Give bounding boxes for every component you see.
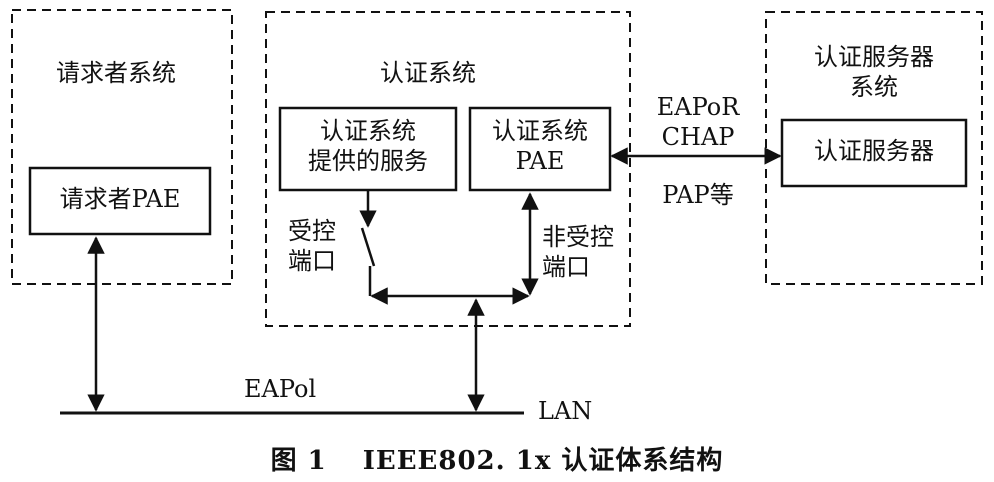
protocol-labels: EAPoR CHAP <box>630 92 766 152</box>
authenticator-pae-line2: PAE <box>515 147 565 175</box>
auth-server-system-title-line1: 认证服务器 <box>814 43 934 71</box>
supplicant-system-title: 请求者系统 <box>56 59 176 87</box>
controlled-port-switch <box>360 227 376 267</box>
supplicant-pae-box <box>28 166 212 236</box>
eapol-label: EAPol <box>244 375 317 403</box>
figure-caption-text: IEEE802. 1x 认证体系结构 <box>362 446 724 476</box>
auth-server-box <box>780 118 968 188</box>
authenticator-system-boundary <box>265 11 631 327</box>
authenticator-pae-label: 认证系统 PAE <box>470 116 610 176</box>
auth-server-system-title: 认证服务器 系统 <box>766 42 982 102</box>
protocol-pap: PAP等 <box>662 181 734 209</box>
auth-server-box-label: 认证服务器 <box>814 137 934 165</box>
services-box-label: 认证系统 提供的服务 <box>280 116 456 176</box>
auth-server-system-title-line2: 系统 <box>850 73 898 101</box>
uncontrolled-port-line2: 端口 <box>542 253 590 281</box>
authenticator-pae-box <box>468 106 612 192</box>
uncontrolled-port-line1: 非受控 <box>542 223 614 251</box>
services-box-line1: 认证系统 <box>320 117 416 145</box>
supplicant-system-boundary <box>11 9 233 285</box>
authenticator-pae-line1: 认证系统 <box>492 117 588 145</box>
services-box-line2: 提供的服务 <box>308 147 428 175</box>
services-box <box>278 106 458 192</box>
controlled-port-line2: 端口 <box>288 247 336 275</box>
protocol-chap: CHAP <box>661 123 735 151</box>
figure-number: 图 1 <box>270 446 327 476</box>
protocol-eapor: EAPoR <box>656 93 740 121</box>
supplicant-pae-label: 请求者PAE <box>59 185 181 213</box>
uncontrolled-port-label: 非受控 端口 <box>542 222 614 282</box>
controlled-port-label: 受控 端口 <box>288 216 336 276</box>
figure-caption: 图 1 IEEE802. 1x 认证体系结构 <box>0 440 994 477</box>
authenticator-system-title: 认证系统 <box>380 59 476 87</box>
controlled-port-line1: 受控 <box>288 217 336 245</box>
lan-label: LAN <box>538 397 593 425</box>
